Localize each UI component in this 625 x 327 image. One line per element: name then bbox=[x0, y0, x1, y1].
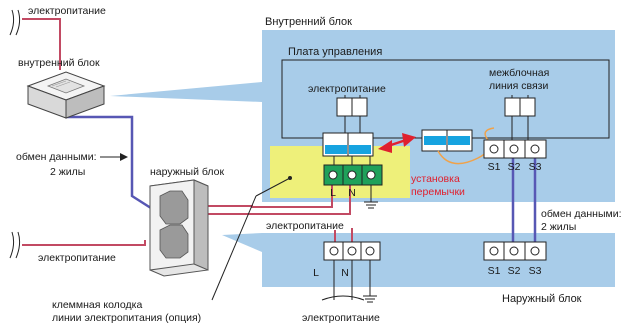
data-wire-left bbox=[66, 115, 166, 219]
power-wire-N bbox=[205, 177, 351, 215]
term-outdoor-S3: S3 bbox=[529, 265, 542, 277]
term-indoor-S3: S3 bbox=[529, 161, 542, 173]
indoor-ground-icon bbox=[364, 185, 378, 209]
term-outdoor-S1: S1 bbox=[488, 265, 501, 277]
data-exchange-arrow-icon bbox=[100, 153, 128, 161]
power-wire-L bbox=[205, 177, 333, 208]
power-wire-bottom-left bbox=[22, 240, 146, 246]
label-control-board: Плата управления bbox=[288, 46, 382, 58]
label-data-exchange-left-2: 2 жилы bbox=[50, 166, 85, 178]
outdoor-unit-icon bbox=[149, 179, 209, 277]
label-indoor-unit: внутренний блок bbox=[18, 57, 100, 69]
label-outdoor-block-title: Наружный блок bbox=[502, 293, 582, 305]
label-power-board: электропитание bbox=[308, 83, 386, 95]
label-terminal-note-2: линии электропитания (опция) bbox=[52, 312, 201, 324]
power-wire-top bbox=[22, 18, 61, 70]
outdoor-break-mark bbox=[321, 295, 365, 301]
jumper-arrow-icon bbox=[378, 133, 416, 153]
label-power-top: электропитание bbox=[28, 5, 106, 17]
terminal-note-leader-2 bbox=[255, 177, 291, 197]
label-interunit-1: межблочная bbox=[489, 67, 549, 79]
term-outdoor-S2: S2 bbox=[508, 265, 521, 277]
label-terminal-note-1: клеммная колодка bbox=[52, 299, 142, 311]
label-power-left-bottom: электропитание bbox=[38, 252, 116, 264]
outdoor-unit-panel bbox=[262, 233, 615, 287]
label-data-exchange-right: обмен данными: bbox=[541, 208, 622, 220]
label-indoor-block-title: Внутренний блок bbox=[265, 16, 352, 28]
label-outdoor-unit: наружный блок bbox=[150, 166, 225, 178]
term-indoor-L: L bbox=[330, 187, 336, 199]
term-indoor-N: N bbox=[348, 187, 356, 199]
label-power-middle: электропитание bbox=[266, 220, 344, 232]
term-outdoor-L: L bbox=[313, 267, 319, 279]
terminal-note-leader bbox=[211, 195, 257, 301]
label-data-exchange-left: обмен данными: bbox=[16, 151, 97, 163]
term-indoor-S2: S2 bbox=[508, 161, 521, 173]
term-indoor-S1: S1 bbox=[488, 161, 501, 173]
outdoor-ground-icon bbox=[363, 260, 377, 303]
label-data-exchange-right-2: 2 жилы bbox=[541, 221, 576, 233]
label-power-bottom: электропитание bbox=[302, 312, 380, 324]
label-jumper-2: перемычки bbox=[411, 186, 465, 198]
label-jumper-1: установка bbox=[411, 173, 460, 185]
outdoor-callout-wedge bbox=[222, 233, 262, 252]
indoor-unit-icon bbox=[26, 71, 106, 119]
indoor-callout-wedge bbox=[110, 82, 262, 102]
break-mark-top bbox=[9, 9, 21, 36]
label-interunit-2: линия связи bbox=[489, 80, 548, 92]
term-outdoor-N: N bbox=[341, 267, 349, 279]
break-mark-bottom bbox=[9, 231, 21, 259]
